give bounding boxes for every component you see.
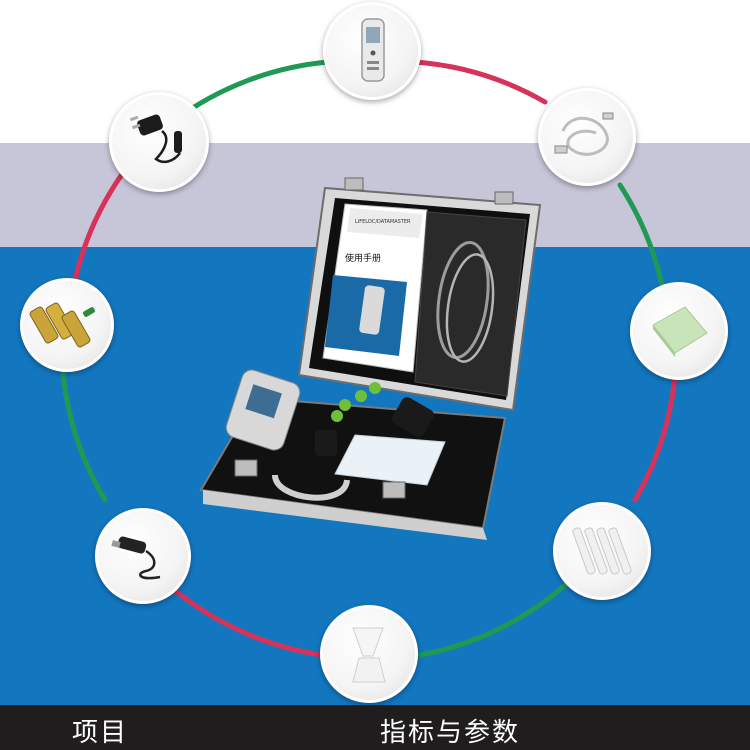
manual-brand-text: LIFELOC/DATAMASTER [355,219,411,225]
cleaning-cloth-bubble [630,282,728,380]
mouthpieces-icon [572,527,632,575]
mouthpieces-bubble [553,502,651,600]
breathalyzer-kit-case: LIFELOC/DATAMASTER 使用手册 [199,177,542,540]
ring-arc-left-upper [72,167,128,283]
breathalyzer-bubble [323,2,421,100]
ring-arc-top-right [412,59,548,105]
ring-arc-bottom-right [417,582,568,658]
funnel-bubble [320,605,418,703]
column-item-label: 项目 [72,718,129,748]
car-charger-icon [111,536,161,580]
cloth-icon [652,306,708,357]
ring-arc-right-lower [632,372,678,503]
ring-arc-left-lower [59,357,108,503]
column-spec-label: 指标与参数 [380,718,521,748]
usb-cable-bubble [538,88,636,186]
ring-arc-bottom-left [169,585,325,658]
ring-arc-right-upper [617,182,665,288]
breathalyzer-icon [361,18,385,82]
ac-adapter-bubble [109,92,209,192]
funnel-icon [352,627,386,683]
car-charger-bubble [95,508,191,604]
manual-title-text: 使用手册 [345,252,381,264]
ac-adapter-icon [129,114,182,164]
usb-cable-icon [554,112,614,156]
battery-icon [29,302,95,348]
spec-table-header: 项目 指标与参数 [0,705,750,750]
batteries-bubble [20,278,114,372]
